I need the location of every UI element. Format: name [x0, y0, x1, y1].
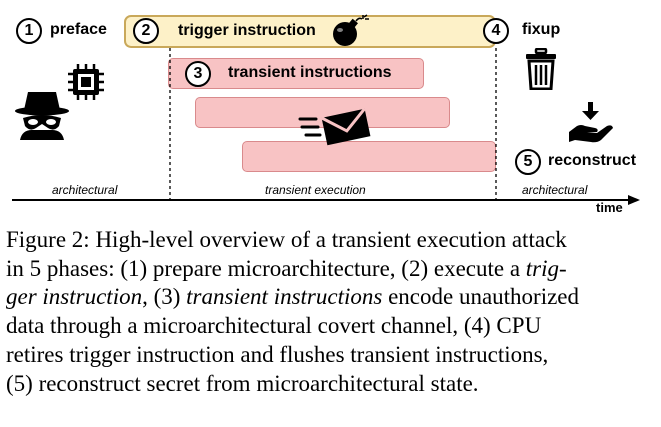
caption-line: Figure 2: High-level overview of a trans… [6, 226, 658, 255]
caption-line: retires trigger instruction and flushes … [6, 341, 658, 370]
phase-number-5: 5 [515, 149, 541, 175]
segment-architectural-left: architectural [52, 183, 118, 197]
time-axis-arrowhead [628, 195, 640, 205]
transient-instructions-bar [242, 141, 496, 172]
time-axis-label: time [596, 200, 623, 215]
segment-transient-execution: transient execution [265, 183, 366, 197]
caption-line: data through a microarchitectural covert… [6, 312, 658, 341]
envelope-icon [298, 107, 371, 146]
caption-line: in 5 phases: (1) prepare microarchitectu… [6, 255, 658, 284]
phase-label-preface: preface [50, 21, 107, 38]
caption-line: ger instruction, (3) transient instructi… [6, 283, 658, 312]
phase-label-transient-instructions: transient instructions [228, 64, 392, 81]
spy-icon [15, 92, 69, 140]
cpu-chip-icon [68, 64, 104, 100]
attack-phases-diagram: 1 preface 2 trigger instruction 3 transi… [12, 14, 640, 215]
caption-line: (5) reconstruct secret from microarchite… [6, 370, 658, 399]
caption-text: Figure 2: High-level overview of a trans… [6, 227, 567, 252]
transient-instructions-bar [195, 97, 450, 128]
caption-text: data through a microarchitectural covert… [6, 313, 542, 339]
phase-number-2: 2 [133, 18, 159, 44]
caption-text: transient instructions [186, 284, 383, 310]
phase-label-trigger-instruction: trigger instruction [178, 22, 316, 39]
segment-architectural-right: architectural [522, 183, 588, 197]
trash-icon [526, 48, 556, 90]
timeline-lines [12, 48, 640, 205]
bomb-icon [333, 14, 369, 46]
phase-label-fixup: fixup [522, 21, 561, 38]
caption-text: encode unauthorized [382, 284, 580, 310]
phase-number-4: 4 [483, 18, 509, 44]
caption-text: ger instruction [6, 284, 143, 310]
caption-text: retires trigger instruction and flushes … [6, 341, 549, 367]
caption-text: trig- [525, 255, 567, 281]
caption-text: , (3) [142, 284, 187, 310]
receive-hand-icon [569, 102, 613, 143]
caption-text: (5) reconstruct secret from microarchite… [6, 370, 479, 396]
phase-number-1: 1 [16, 18, 42, 44]
phase-number-3: 3 [185, 61, 211, 87]
phase-label-reconstruct: reconstruct [548, 152, 637, 169]
caption-text: in 5 phases: (1) prepare microarchitectu… [6, 255, 526, 281]
figure-caption: Figure 2: High-level overview of a trans… [6, 226, 658, 398]
trigger-instruction-box [124, 15, 496, 48]
